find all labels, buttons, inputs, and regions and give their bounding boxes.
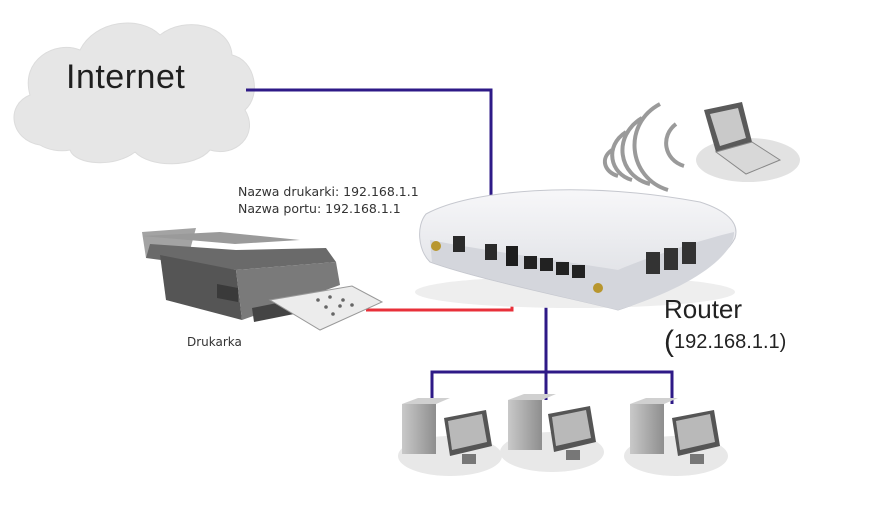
wifi-waves-icon	[602, 102, 685, 192]
pc-icon	[500, 394, 604, 472]
pc-icon	[624, 398, 728, 476]
printer-name-line: Nazwa drukarki: 192.168.1.1	[238, 184, 419, 199]
cloud-icon	[13, 22, 255, 165]
pc-icon	[398, 398, 502, 476]
printer-icon	[142, 228, 384, 331]
printer-port-line: Nazwa portu: 192.168.1.1	[238, 201, 401, 216]
internet-label: Internet	[66, 58, 186, 96]
router-ip: (192.168.1.1)	[664, 325, 786, 359]
router-label: Router	[664, 294, 743, 324]
laptop-icon	[696, 102, 800, 182]
router-ip-paren: (	[664, 325, 674, 358]
router-icon	[415, 189, 737, 311]
printer-info: Nazwa drukarki: 192.168.1.1 Nazwa portu:…	[238, 183, 419, 217]
printer-label: Drukarka	[187, 335, 242, 349]
router-ip-value: 192.168.1.1)	[674, 331, 787, 353]
